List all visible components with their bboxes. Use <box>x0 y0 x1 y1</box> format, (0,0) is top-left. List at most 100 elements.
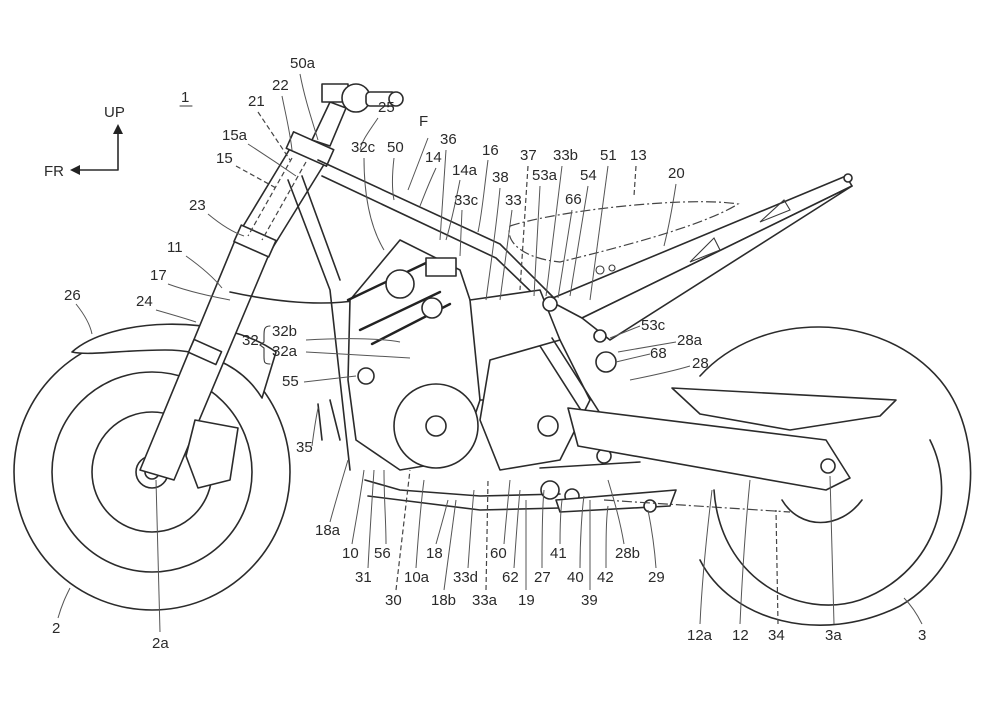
handlebar-25 <box>311 83 404 147</box>
label-22: 22 <box>272 77 289 94</box>
label-62: 62 <box>502 569 519 586</box>
leader-53a <box>533 185 541 297</box>
label-10: 10 <box>342 545 359 562</box>
leader-42 <box>605 505 609 569</box>
label-50a: 50a <box>290 55 316 72</box>
steering-stem-21 <box>247 157 293 237</box>
label-54: 54 <box>580 167 597 184</box>
leader-33c <box>459 209 463 257</box>
leader-53c <box>609 325 641 339</box>
front-rim <box>51 371 253 573</box>
front-arrowhead-icon <box>70 165 80 175</box>
leader-17 <box>167 283 231 301</box>
leader-32b <box>305 338 401 343</box>
figure-ref: 1 <box>179 89 193 107</box>
rear-suspension-linkage <box>537 296 677 513</box>
leader-27 <box>541 489 545 569</box>
label-53a: 53a <box>532 167 558 184</box>
leader-18a <box>329 459 349 523</box>
leader-lines <box>57 73 923 633</box>
label-18b: 18b <box>431 592 456 609</box>
leader-60 <box>503 479 511 545</box>
leader-F <box>407 137 429 191</box>
label-28a: 28a <box>677 332 703 349</box>
leader-24 <box>155 309 197 323</box>
subframe-upper <box>547 175 853 319</box>
direction-arrow-lines <box>79 127 119 171</box>
label-60: 60 <box>490 545 507 562</box>
reference-labels: 2550a222115a152311172426F5032c143614a163… <box>52 55 926 652</box>
label-32: 32 <box>242 332 259 349</box>
subframe-hole <box>595 265 605 275</box>
link-end-29 <box>643 499 657 513</box>
leader-35 <box>311 407 319 447</box>
leader-16 <box>477 159 489 233</box>
label-10a: 10a <box>404 569 430 586</box>
frame-down-tube <box>287 179 351 471</box>
label-12: 12 <box>732 627 749 644</box>
label-19: 19 <box>518 592 535 609</box>
chain-guard <box>671 387 897 431</box>
leader-28 <box>629 365 691 381</box>
cam-cover <box>385 269 415 299</box>
leader-28a <box>617 341 677 353</box>
label-33: 33 <box>505 192 522 209</box>
handlebar-riser-50a <box>311 101 347 147</box>
leader-23 <box>207 213 245 237</box>
label-33b: 33b <box>553 147 578 164</box>
label-40: 40 <box>567 569 584 586</box>
leader-18 <box>435 499 449 545</box>
label-21: 21 <box>248 93 265 110</box>
label-11: 11 <box>167 239 183 256</box>
frame-lower-rail-18b <box>367 495 561 511</box>
label-12a: 12a <box>687 627 713 644</box>
label-68: 68 <box>650 345 667 362</box>
label-2: 2 <box>52 620 60 637</box>
label-29: 29 <box>648 569 665 586</box>
leader-51 <box>589 165 609 301</box>
leader-2 <box>57 587 71 619</box>
leader-32c <box>363 157 385 251</box>
label-38: 38 <box>492 169 509 186</box>
leader-21 <box>257 111 291 161</box>
link-pivot-41 <box>540 480 560 500</box>
pivot-53c <box>593 329 607 343</box>
leader-40 <box>579 495 585 569</box>
leader-33 <box>499 209 513 301</box>
subframe-tip <box>843 173 853 183</box>
label-33c: 33c <box>454 192 479 209</box>
label-15a: 15a <box>222 127 248 144</box>
label-53c: 53c <box>641 317 666 334</box>
group-bracket-32 <box>259 325 271 365</box>
leader-2a <box>155 479 161 633</box>
front-label: FR <box>44 163 64 180</box>
leader-56 <box>383 469 387 545</box>
swingarm-body <box>567 407 851 491</box>
label-28: 28 <box>692 355 709 372</box>
leader-10 <box>351 469 365 545</box>
label-14a: 14a <box>452 162 478 179</box>
subframe-cutout-1 <box>689 237 721 263</box>
leader-18b <box>443 499 457 591</box>
steering-stem-15 <box>261 161 307 241</box>
leader-15a <box>247 143 297 177</box>
label-31: 31 <box>355 569 372 586</box>
label-18: 18 <box>426 545 443 562</box>
rear-rim <box>713 439 943 606</box>
engine-10 <box>317 239 591 471</box>
leader-41 <box>559 499 563 545</box>
label-14: 14 <box>425 149 442 166</box>
leader-50 <box>392 157 395 201</box>
label-55: 55 <box>282 373 299 390</box>
rear-hub-arc <box>781 499 863 524</box>
leader-3a <box>829 475 835 625</box>
up-arrowhead-icon <box>113 124 123 134</box>
leader-33a <box>485 479 489 591</box>
label-20: 20 <box>668 165 685 182</box>
up-label: UP <box>104 104 125 121</box>
label-32c: 32c <box>351 139 376 156</box>
label-23: 23 <box>189 197 206 214</box>
tie-rod-62 <box>539 461 641 469</box>
leader-66 <box>557 209 573 299</box>
